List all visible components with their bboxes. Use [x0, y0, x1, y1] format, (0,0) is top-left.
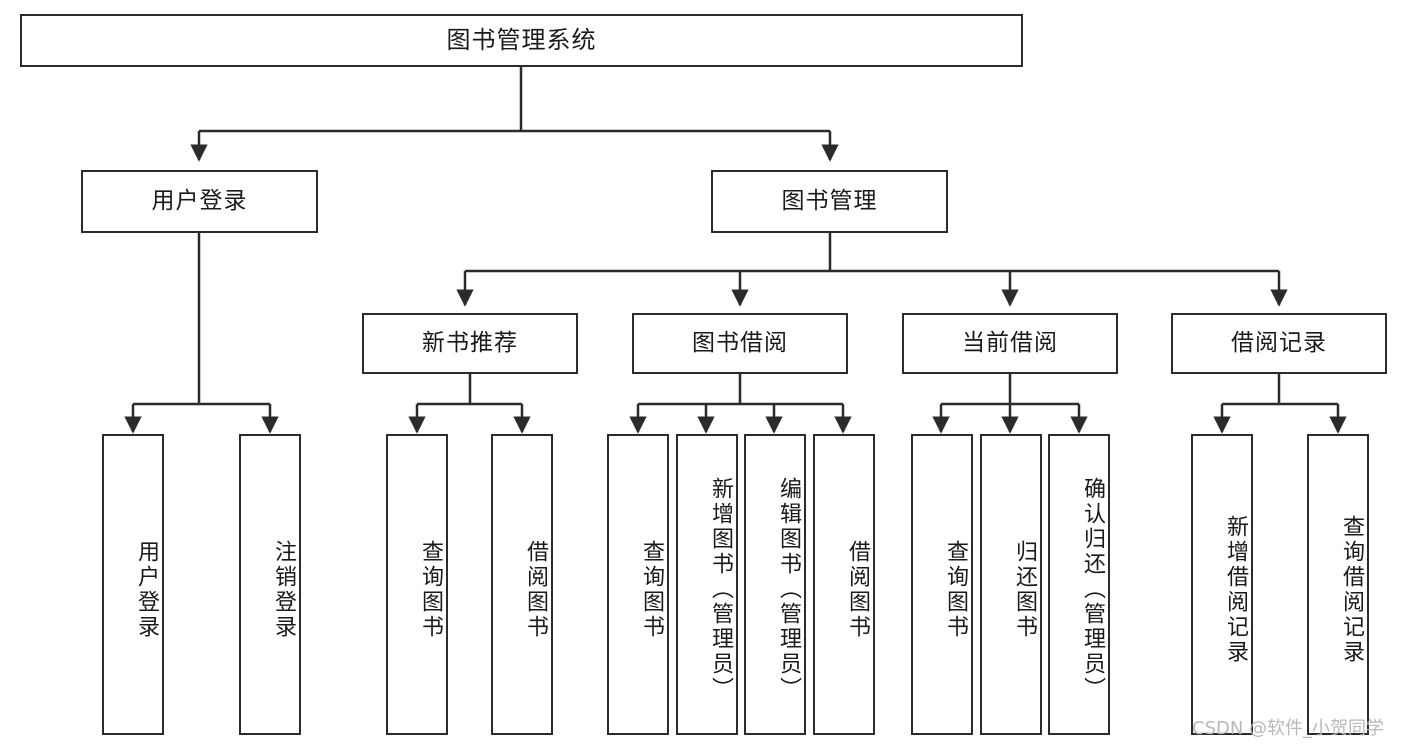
node-leaf-query-book-3[interactable]: 查询图书 [911, 434, 973, 735]
node-leaf-add-book[interactable]: 新增图书（管理员） [676, 434, 738, 735]
node-leaf-query-record[interactable]: 查询借阅记录 [1307, 434, 1369, 735]
node-leaf-borrow-book-1[interactable]: 借阅图书 [491, 434, 553, 735]
watermark: CSDN @软件_小贺同学 [1192, 718, 1385, 739]
node-leaf-query-book-2[interactable]: 查询图书 [607, 434, 669, 735]
node-leaf-borrow-book-1-label: 借阅图书 [523, 539, 548, 640]
node-book-borrow-label: 图书借阅 [692, 329, 788, 356]
node-leaf-user-login-label: 用户登录 [134, 539, 159, 640]
node-leaf-return-book-label: 归还图书 [1012, 539, 1037, 640]
node-leaf-query-book-1[interactable]: 查询图书 [386, 434, 448, 735]
node-leaf-query-record-label: 查询借阅记录 [1339, 514, 1364, 665]
node-new-book-rec[interactable]: 新书推荐 [362, 313, 578, 374]
node-book-borrow[interactable]: 图书借阅 [632, 313, 848, 374]
node-book-manage-label: 图书管理 [781, 187, 878, 214]
node-borrow-record-label: 借阅记录 [1231, 329, 1327, 356]
node-leaf-borrow-book-2-label: 借阅图书 [845, 539, 870, 640]
node-root-label: 图书管理系统 [446, 26, 597, 55]
node-leaf-add-record[interactable]: 新增借阅记录 [1191, 434, 1253, 735]
node-leaf-confirm-return[interactable]: 确认归还（管理员） [1048, 434, 1110, 735]
node-current-borrow-label: 当前借阅 [962, 329, 1058, 356]
node-leaf-edit-book-label: 编辑图书（管理员） [776, 477, 801, 702]
node-root[interactable]: 图书管理系统 [20, 14, 1023, 67]
node-borrow-record[interactable]: 借阅记录 [1171, 313, 1387, 374]
node-leaf-query-book-2-label: 查询图书 [639, 539, 664, 640]
node-leaf-add-record-label: 新增借阅记录 [1223, 514, 1248, 665]
node-leaf-edit-book[interactable]: 编辑图书（管理员） [744, 434, 806, 735]
node-leaf-logout[interactable]: 注销登录 [239, 434, 301, 735]
node-leaf-query-book-3-label: 查询图书 [943, 539, 968, 640]
node-leaf-confirm-return-label: 确认归还（管理员） [1080, 477, 1105, 702]
node-leaf-user-login[interactable]: 用户登录 [102, 434, 164, 735]
node-current-borrow[interactable]: 当前借阅 [902, 313, 1118, 374]
node-book-manage[interactable]: 图书管理 [711, 170, 948, 233]
node-user-login-label: 用户登录 [151, 187, 248, 214]
node-leaf-query-book-1-label: 查询图书 [418, 539, 443, 640]
node-leaf-borrow-book-2[interactable]: 借阅图书 [813, 434, 875, 735]
node-new-book-rec-label: 新书推荐 [422, 329, 518, 356]
node-leaf-return-book[interactable]: 归还图书 [980, 434, 1042, 735]
node-leaf-add-book-label: 新增图书（管理员） [708, 477, 733, 702]
node-leaf-logout-label: 注销登录 [271, 539, 296, 640]
node-user-login[interactable]: 用户登录 [81, 170, 318, 233]
